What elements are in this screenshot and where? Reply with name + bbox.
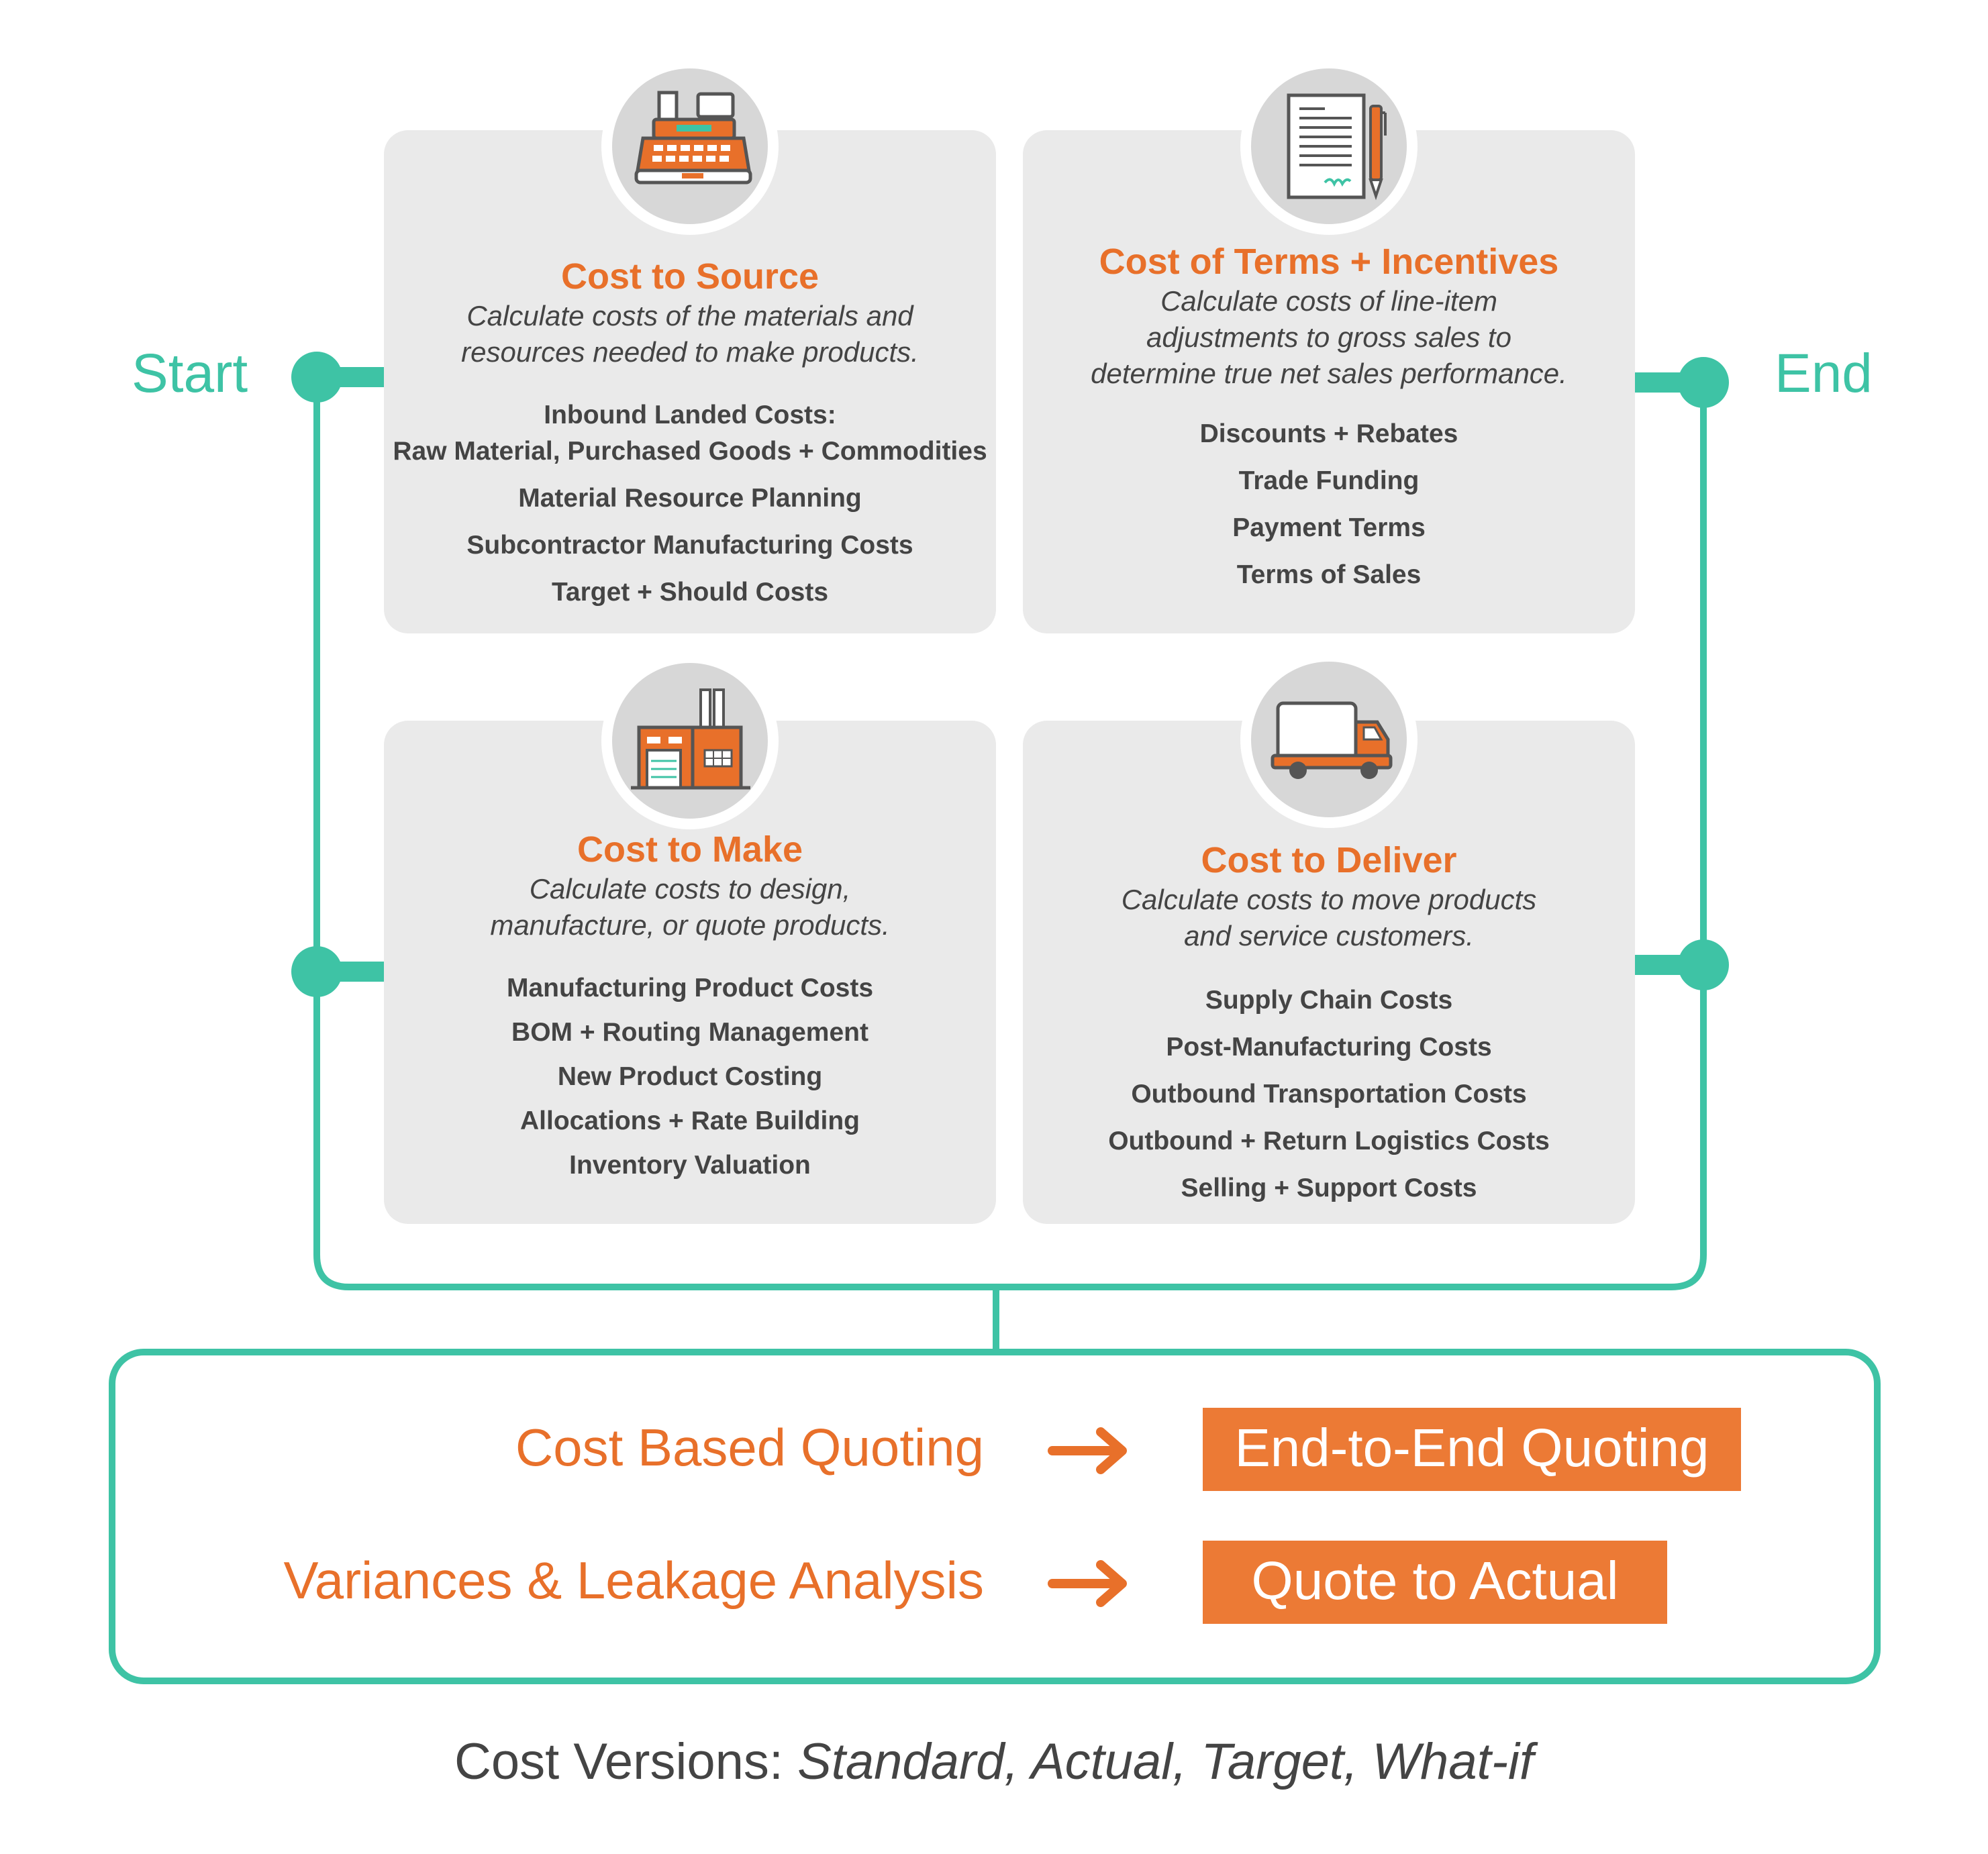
- cash-register-icon: [634, 91, 752, 185]
- make-description-line: manufacture, or quote products.: [490, 909, 890, 941]
- contract-document-icon: [1287, 93, 1387, 201]
- terms-description-line: determine true net sales performance.: [1091, 358, 1567, 389]
- list-item: Subcontractor Manufacturing Costs: [466, 531, 913, 560]
- deliver-items: Supply Chain Costs Post-Manufacturing Co…: [1023, 977, 1635, 1212]
- source-items: Inbound Landed Costs: Raw Material, Purc…: [384, 397, 996, 611]
- list-item: Outbound Transportation Costs: [1131, 1080, 1527, 1109]
- list-item: Post-Manufacturing Costs: [1166, 1033, 1492, 1062]
- factory-icon: [631, 688, 750, 790]
- source-description: Calculate costs of the materials and res…: [384, 298, 996, 370]
- outcome-label-variances-leakage: Variances & Leakage Analysis: [283, 1551, 984, 1610]
- deliver-description: Calculate costs to move products and ser…: [1023, 882, 1635, 954]
- source-title: Cost to Source: [560, 256, 819, 297]
- list-item: Inbound Landed Costs:: [544, 401, 836, 429]
- list-item: Manufacturing Product Costs: [506, 974, 874, 1002]
- result-end-to-end-quoting: End-to-End Quoting: [1203, 1408, 1741, 1491]
- cost-versions-prefix: Cost Versions:: [454, 1733, 798, 1790]
- start-node-dot: [291, 352, 342, 403]
- source-description-line: Calculate costs of the materials and: [466, 300, 913, 331]
- terms-title: Cost of Terms + Incentives: [1099, 242, 1559, 282]
- end-node-dot: [1678, 357, 1729, 408]
- terms-description-line: adjustments to gross sales to: [1146, 321, 1511, 353]
- make-node-dot: [291, 946, 342, 997]
- terms-description-line: Calculate costs of line-item: [1160, 285, 1497, 317]
- flow-loop-line: [313, 374, 1707, 1290]
- source-description-line: resources needed to make products.: [461, 336, 919, 368]
- list-item: Trade Funding: [1238, 466, 1420, 495]
- list-item: Payment Terms: [1232, 513, 1426, 542]
- list-item: New Product Costing: [557, 1062, 823, 1091]
- cost-versions-list: Standard, Actual, Target, What-if: [797, 1733, 1534, 1790]
- list-item: BOM + Routing Management: [511, 1018, 868, 1047]
- list-item: Outbound + Return Logistics Costs: [1108, 1127, 1550, 1155]
- outcomes-panel: [109, 1349, 1881, 1684]
- result-quote-to-actual: Quote to Actual: [1203, 1541, 1667, 1624]
- list-item: Discounts + Rebates: [1199, 419, 1458, 448]
- list-item: Target + Should Costs: [551, 578, 829, 607]
- arrow-right-icon: [1048, 1560, 1127, 1607]
- deliver-node-dot: [1678, 939, 1729, 990]
- list-item: Inventory Valuation: [569, 1151, 811, 1180]
- source-card-text: Cost to Source Calculate costs of the ma…: [384, 255, 996, 611]
- list-item: Selling + Support Costs: [1181, 1174, 1477, 1202]
- deliver-icon-badge: [1240, 651, 1418, 828]
- deliver-card-text: Cost to Deliver Calculate costs to move …: [1023, 839, 1635, 1212]
- deliver-description-line: and service customers.: [1184, 920, 1474, 951]
- terms-card-text: Cost of Terms + Incentives Calculate cos…: [1023, 240, 1635, 599]
- make-items: Manufacturing Product Costs BOM + Routin…: [384, 966, 996, 1188]
- arrow-right-icon: [1048, 1427, 1127, 1474]
- make-description-line: Calculate costs to design,: [529, 873, 851, 905]
- card-cost-to-deliver: Cost to Deliver Calculate costs to move …: [1023, 721, 1635, 1224]
- list-item: Allocations + Rate Building: [520, 1106, 860, 1135]
- make-icon-badge: [601, 652, 779, 829]
- list-item: Material Resource Planning: [518, 484, 862, 513]
- make-description: Calculate costs to design, manufacture, …: [384, 871, 996, 943]
- list-item: Terms of Sales: [1236, 560, 1422, 589]
- source-icon-badge: [601, 58, 779, 235]
- end-label: End: [1775, 343, 1873, 404]
- start-label: Start: [132, 343, 248, 404]
- deliver-description-line: Calculate costs to move products: [1121, 884, 1537, 915]
- delivery-truck-icon: [1271, 701, 1393, 779]
- list-item: Raw Material, Purchased Goods + Commodit…: [393, 437, 987, 466]
- make-title: Cost to Make: [577, 829, 803, 870]
- deliver-title: Cost to Deliver: [1201, 840, 1457, 880]
- cost-versions-line: Cost Versions: Standard, Actual, Target,…: [0, 1737, 1988, 1788]
- terms-items: Discounts + Rebates Trade Funding Paymen…: [1023, 411, 1635, 599]
- terms-description: Calculate costs of line-item adjustments…: [1023, 283, 1635, 392]
- make-card-text: Cost to Make Calculate costs to design, …: [384, 828, 996, 1188]
- outcome-label-cost-based-quoting: Cost Based Quoting: [515, 1418, 984, 1477]
- list-item: Supply Chain Costs: [1205, 986, 1453, 1015]
- terms-icon-badge: [1240, 58, 1418, 235]
